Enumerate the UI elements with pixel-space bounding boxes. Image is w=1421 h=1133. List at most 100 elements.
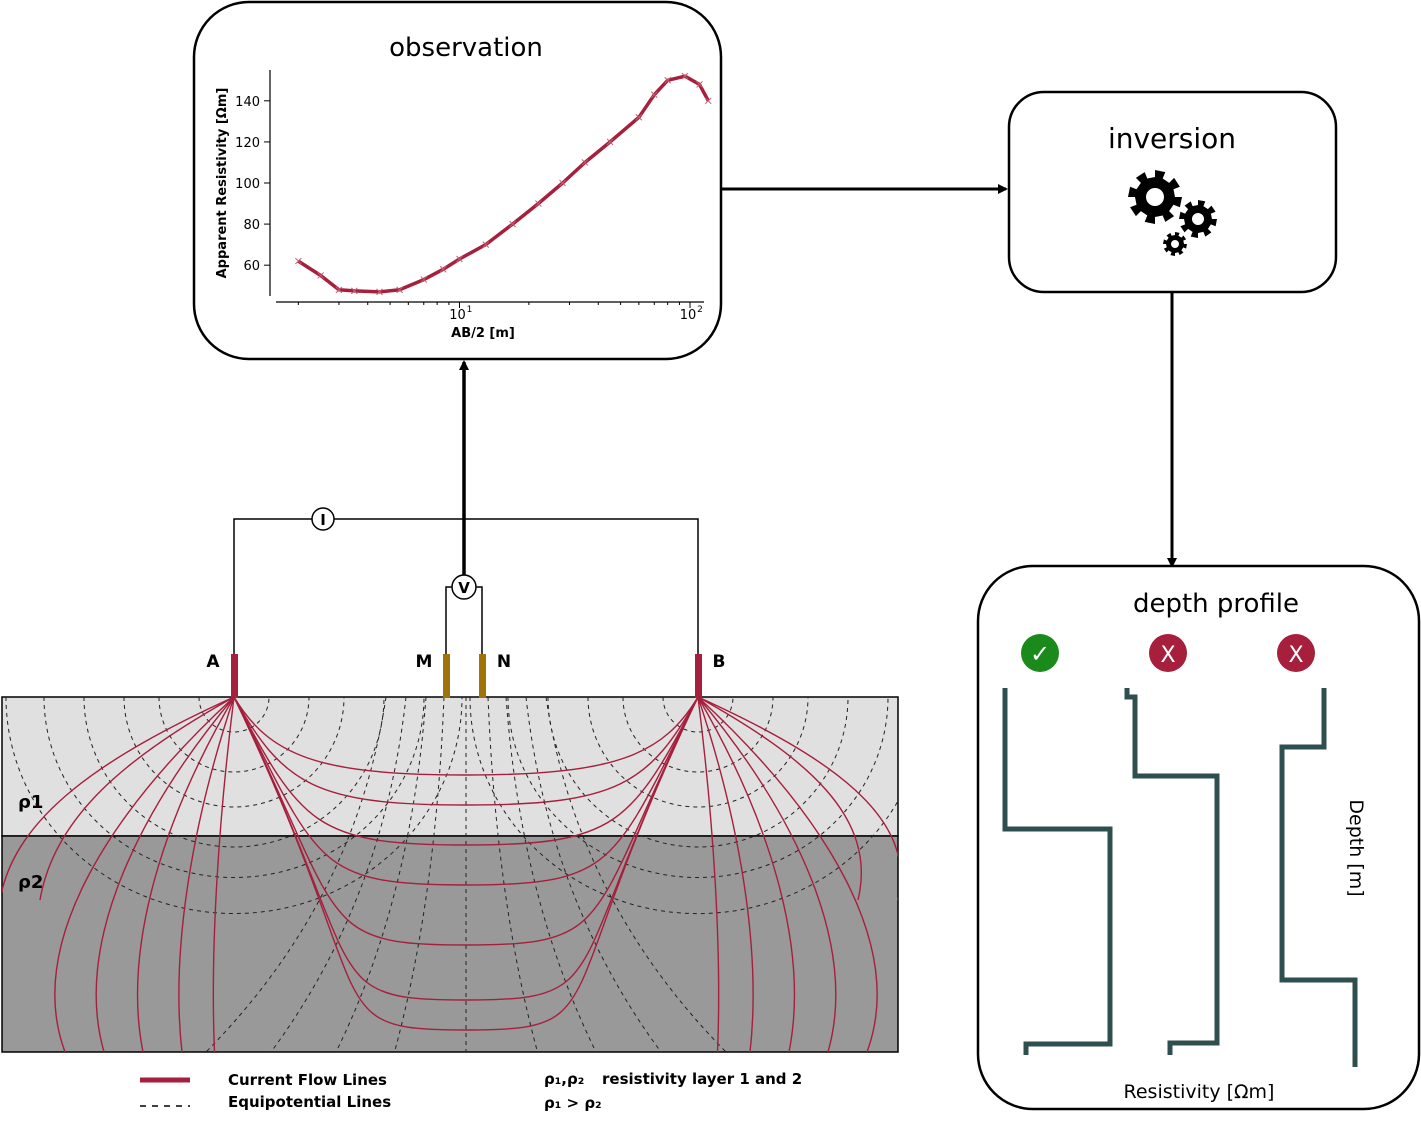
- current-flow-line: [697, 697, 863, 901]
- electrode-m-label: M: [416, 652, 433, 672]
- data-point-marker: [559, 179, 566, 187]
- equipotential-line-a: [83, 697, 385, 848]
- x-tick-label: 10: [680, 308, 697, 323]
- y-tick-label: 100: [235, 177, 260, 192]
- legend-resistivity-relation: ρ₁ > ρ₂: [544, 1094, 602, 1112]
- data-point-marker: [456, 255, 463, 263]
- data-point-marker: [650, 91, 658, 99]
- equipotential-line-mid: [335, 697, 427, 1052]
- layer-2-label: ρ2: [18, 872, 43, 893]
- current-flow-line: [697, 697, 837, 1052]
- current-flow-line: [697, 697, 796, 1052]
- x-axis-label: AB/2 [m]: [451, 326, 515, 341]
- current-flow-line: [697, 697, 720, 1052]
- y-tick-label: 60: [243, 259, 260, 274]
- ammeter: I: [311, 507, 335, 531]
- cross-icon: X: [1160, 643, 1175, 668]
- electrode-n-label: N: [497, 652, 511, 672]
- x-tick-label: 10: [449, 308, 466, 323]
- current-flow-line: [233, 697, 699, 776]
- x-tick-exponent: 2: [697, 305, 703, 315]
- apparent-resistivity-chart: Apparent Resistivity [Ωm] AB/2 [m] 60 80 1…: [215, 70, 712, 341]
- current-flow-line: [233, 697, 699, 886]
- current-flow-line: [233, 697, 699, 1031]
- data-point-marker: [664, 76, 672, 84]
- x-tick-exponent: 1: [467, 305, 473, 315]
- equipotential-line-mid: [505, 697, 597, 1052]
- layer-2: [1, 835, 899, 1053]
- legend-resistivity-symbols: ρ₁,ρ₂: [544, 1070, 584, 1088]
- status-bad-2: X: [1277, 634, 1315, 672]
- profile-model-3: [1279, 688, 1358, 1067]
- data-point-marker: [535, 200, 542, 207]
- y-tick-label: 120: [235, 136, 260, 151]
- ammeter-label: I: [320, 511, 326, 529]
- data-point-marker: [317, 272, 325, 279]
- current-flow-line: [697, 697, 754, 1052]
- gears-icon: [1128, 170, 1217, 256]
- data-point-marker: [635, 113, 643, 121]
- electrode-a: [231, 654, 238, 698]
- survey-schematic: ρ1 ρ2 I V A M N B: [1, 507, 899, 1053]
- data-point-marker: [482, 241, 490, 248]
- current-flow-line: [697, 697, 898, 900]
- current-flow-line: [233, 697, 699, 946]
- current-flow-line: [697, 697, 878, 1052]
- legend-flow-label: Current Flow Lines: [228, 1071, 387, 1089]
- data-point-marker: [396, 286, 403, 294]
- equipotential-line-b: [547, 697, 849, 848]
- observation-title: observation: [389, 33, 543, 63]
- depth-profile-title: depth profile: [1133, 589, 1299, 619]
- depth-profile-panel: depth profile ✓ X X Depth [m] Resistivit…: [976, 564, 1421, 1111]
- voltmeter: V: [451, 574, 477, 600]
- status-good: ✓: [1021, 634, 1059, 672]
- equipotential-line-b: [587, 697, 809, 808]
- data-point-marker: [696, 81, 703, 88]
- current-flow-line: [2, 697, 235, 895]
- inversion-title: inversion: [1108, 122, 1236, 155]
- voltmeter-label: V: [458, 579, 470, 597]
- equipotential-line-mid: [205, 697, 387, 1052]
- data-point-marker: [420, 276, 428, 283]
- data-point-marker: [704, 97, 712, 105]
- equipotential-line-mid: [525, 697, 662, 1052]
- observation-panel: observation Apparent Resistivity [Ωm] AB…: [192, 0, 723, 361]
- current-circuit-wire: [233, 518, 699, 655]
- electrode-b: [695, 654, 702, 698]
- equipotential-line-b: [469, 697, 898, 915]
- current-flow-line: [178, 697, 235, 1052]
- current-flow-line: [136, 697, 235, 1052]
- electrode-b-label: B: [713, 652, 726, 672]
- data-point-marker: [376, 288, 383, 296]
- legend: Current Flow Lines Equipotential Lines ρ…: [140, 1070, 802, 1112]
- equipotential-line-a: [5, 697, 463, 915]
- data-point-marker: [509, 220, 516, 228]
- current-flow-lines: [2, 697, 898, 1052]
- medium-gear-icon: [1179, 200, 1217, 238]
- data-point-marker: [681, 72, 689, 80]
- profile-model-2: [1124, 688, 1220, 1055]
- current-flow-line: [212, 697, 235, 1052]
- small-gear-icon: [1163, 232, 1187, 256]
- electrode-m: [443, 654, 450, 698]
- legend-equipotential-label: Equipotential Lines: [228, 1093, 391, 1111]
- y-tick-label: 140: [235, 95, 260, 110]
- cross-icon: X: [1288, 643, 1303, 668]
- resistivity-axis-label: Resistivity [Ωm]: [1124, 1081, 1275, 1103]
- data-point-marker: [439, 265, 447, 273]
- current-flow-line: [233, 697, 699, 1001]
- status-bad-1: X: [1149, 634, 1187, 672]
- electrode-n: [479, 654, 486, 698]
- y-tick-label: 80: [243, 218, 260, 233]
- inversion-panel: inversion: [1007, 90, 1338, 294]
- data-point-marker: [335, 286, 343, 294]
- data-point-marker: [294, 257, 302, 265]
- data-point-marker: [581, 159, 589, 166]
- y-axis-label: Apparent Resistivity [Ωm]: [215, 88, 230, 279]
- check-icon: ✓: [1030, 640, 1050, 668]
- depth-axis-label: Depth [m]: [1345, 799, 1367, 896]
- current-flow-line: [233, 697, 699, 806]
- layer-1-label: ρ1: [18, 792, 43, 813]
- current-flow-line: [233, 697, 699, 846]
